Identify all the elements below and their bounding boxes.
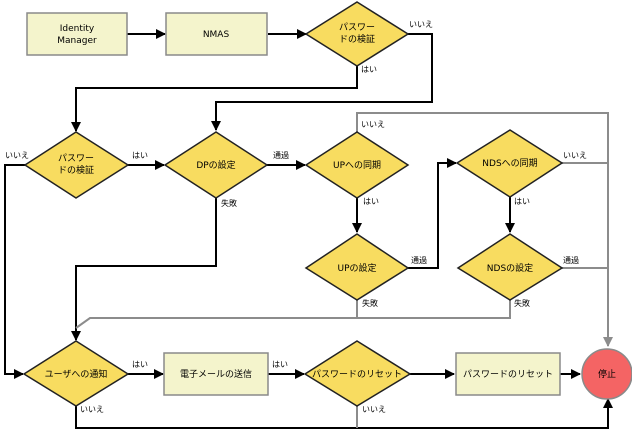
stop-label: 停止 xyxy=(598,368,616,380)
edge-up-sync-no xyxy=(356,112,613,347)
label-top-yes: はい xyxy=(361,65,377,74)
label-notify-yes: はい xyxy=(132,360,148,369)
password-verify-top-node: パスワー ドの検証 xyxy=(304,1,410,67)
label-up-set-pass: 通過 xyxy=(411,255,427,265)
label-dp-pass: 通過 xyxy=(273,150,289,160)
edge-nds-set-fail xyxy=(357,300,511,319)
edge-up-set-pass xyxy=(408,158,457,269)
label-up-sync-yes: はい xyxy=(363,197,379,206)
up-setting-node: UPの設定 xyxy=(304,233,410,301)
up-setting-label: UPの設定 xyxy=(337,262,376,274)
label-nds-set-fail: 失敗 xyxy=(514,298,530,308)
nds-sync-label: NDSへの同期 xyxy=(482,158,537,169)
label-top-no: いいえ xyxy=(409,20,433,29)
edge-labels: いいえ はい いいえ はい 通過 失敗 いいえ はい 通過 失敗 いいえ はい … xyxy=(5,20,587,414)
nds-setting-node: NDSの設定 xyxy=(456,233,564,301)
label-up-sync-no: いいえ xyxy=(361,120,385,129)
password-reset-decision-node: パスワードのリセット xyxy=(303,340,412,407)
password-verify-top-label-1: パスワー xyxy=(339,22,375,33)
nds-setting-label: NDSの設定 xyxy=(487,262,533,274)
identity-manager-label-1: Identity xyxy=(60,24,95,34)
password-reset-action-node: パスワードのリセット xyxy=(455,352,561,396)
password-verify-left-label-2: ドの検証 xyxy=(58,164,94,176)
label-dp-fail: 失敗 xyxy=(221,198,237,208)
password-verify-left-node: パスワー ドの検証 xyxy=(23,131,130,199)
edge-up-set-fail xyxy=(75,300,358,329)
dp-setting-label: DPの設定 xyxy=(196,159,235,171)
password-verify-top-label-2: ドの検証 xyxy=(339,33,375,45)
stop-node: 停止 xyxy=(581,348,632,400)
send-email-label: 電子メールの送信 xyxy=(180,368,252,380)
identity-manager-label-2: Manager xyxy=(57,36,97,46)
nmas-label: NMAS xyxy=(203,30,230,40)
label-email-yes: はい xyxy=(272,360,288,369)
edge-top-no xyxy=(211,33,433,131)
label-up-set-fail: 失敗 xyxy=(362,298,378,308)
password-verify-left-label-1: パスワー xyxy=(58,153,94,164)
password-reset-action-label: パスワードのリセット xyxy=(463,369,553,380)
nds-sync-node: NDSへの同期 xyxy=(455,129,564,198)
notify-user-node: ユーザへの通知 xyxy=(22,340,130,407)
label-left-no: いいえ xyxy=(5,151,29,160)
label-nds-sync-yes: はい xyxy=(514,197,530,206)
label-reset-no: いいえ xyxy=(362,405,386,414)
dp-setting-node: DPの設定 xyxy=(163,131,269,199)
send-email-node: 電子メールの送信 xyxy=(163,352,269,396)
edge-dp-fail xyxy=(71,198,217,341)
notify-user-label: ユーザへの通知 xyxy=(45,368,108,380)
label-nds-sync-no: いいえ xyxy=(563,151,587,160)
password-reset-decision-label: パスワードのリセット xyxy=(312,369,402,380)
connectors xyxy=(4,29,613,429)
edge-notify-no xyxy=(75,398,613,429)
up-sync-label: UPへの同期 xyxy=(333,160,381,171)
nmas-node: NMAS xyxy=(165,12,268,56)
label-notify-no: いいえ xyxy=(80,405,104,414)
edge-top-yes xyxy=(71,66,358,132)
label-left-yes: はい xyxy=(132,151,148,160)
edge-left-no xyxy=(4,164,25,379)
label-nds-set-pass: 通過 xyxy=(563,255,579,265)
identity-manager-node: Identity Manager xyxy=(26,12,128,56)
up-sync-node: UPへの同期 xyxy=(304,131,410,199)
